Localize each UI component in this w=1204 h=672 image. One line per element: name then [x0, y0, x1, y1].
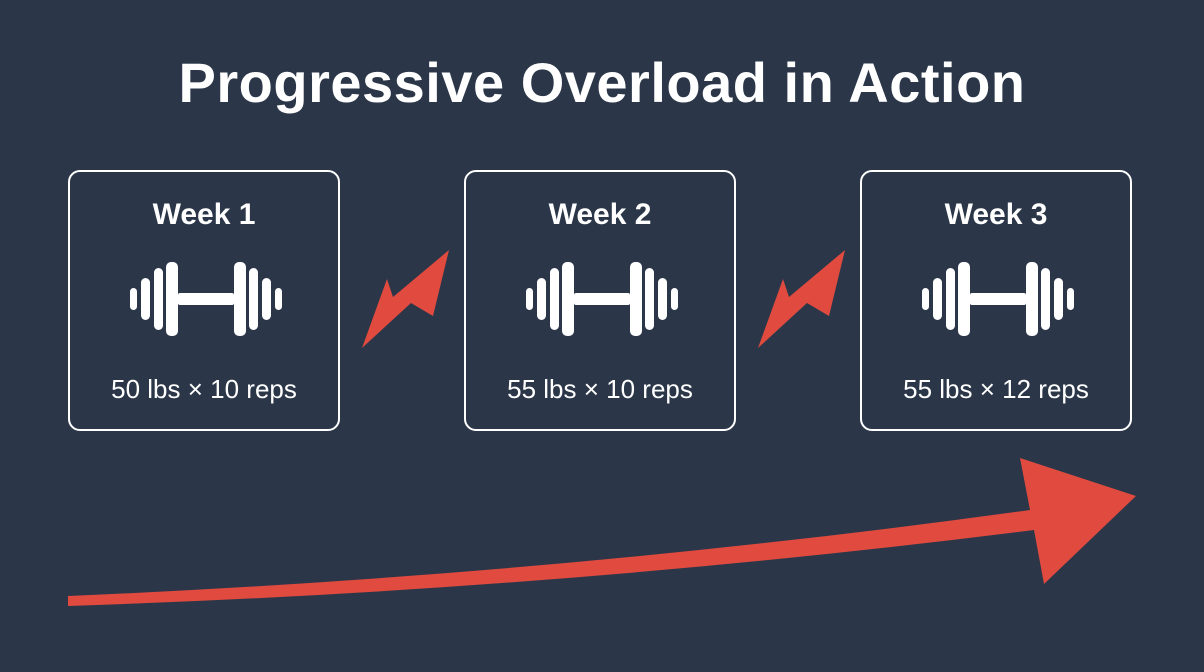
arrow-week2-to-week3-icon — [758, 250, 845, 348]
week-2-label: Week 2 — [548, 198, 652, 231]
dumbbell-icon — [130, 262, 282, 336]
dumbbell-icon — [922, 262, 1074, 336]
progression-arrow-icon — [68, 458, 1136, 606]
week-2-value: 55 lbs × 10 reps — [507, 374, 693, 404]
week-2-card: Week 2 55 lbs × 10 reps — [464, 170, 736, 431]
diagram-title: Progressive Overload in Action — [178, 51, 1026, 114]
week-3-value: 55 lbs × 12 reps — [903, 374, 1089, 404]
week-3-label: Week 3 — [944, 198, 1048, 231]
week-1-card: Week 1 50 lbs × 10 reps — [68, 170, 340, 431]
arrow-week1-to-week2-icon — [362, 250, 449, 348]
dumbbell-icon — [526, 262, 678, 336]
week-1-value: 50 lbs × 10 reps — [111, 374, 297, 404]
week-3-card: Week 3 55 lbs × 12 reps — [860, 170, 1132, 431]
week-1-label: Week 1 — [152, 198, 256, 231]
